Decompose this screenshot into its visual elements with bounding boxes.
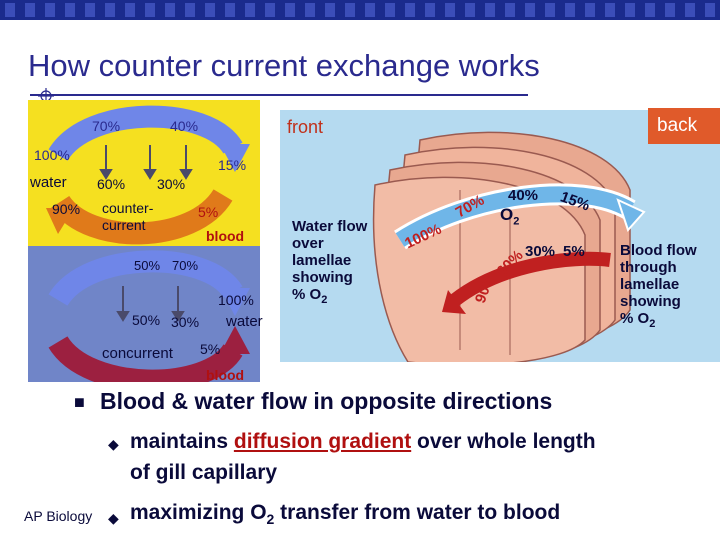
counter-water-label: water [30, 174, 67, 191]
front-label: front [287, 117, 323, 138]
banner-cell [125, 3, 135, 17]
banner-cell [645, 3, 655, 17]
banner-cell [585, 3, 595, 17]
banner-cell [465, 3, 475, 17]
counter-pct-90: 90% [52, 201, 80, 217]
title-underline [30, 94, 528, 96]
counter-pct-30: 30% [157, 176, 185, 192]
sub-bullet-1: maintains diffusion gradient over whole … [130, 430, 596, 454]
concurrent-pct-100: 100% [218, 292, 254, 308]
concurrent-pct-70: 70% [172, 258, 198, 273]
o2-label: O2 [500, 205, 519, 227]
concurrent-pct-30: 30% [171, 314, 199, 330]
blood-flow-caption: Blood flow through lamellae showing % O2 [620, 242, 697, 333]
sub-bullet-diamond-icon: ◆ [108, 436, 119, 453]
concurrent-water-label: water [226, 313, 263, 330]
sub-bullet-2: maximizing O2 transfer from water to blo… [130, 501, 560, 527]
banner-cell [705, 3, 715, 17]
banner-cell [285, 3, 295, 17]
gill-water-pct-40: 40% [508, 187, 538, 204]
concurrent-blood-label: blood [206, 367, 244, 383]
banner-cell [545, 3, 555, 17]
bullet-square-icon: ■ [74, 392, 85, 413]
banner-cell [225, 3, 235, 17]
banner-cell [65, 3, 75, 17]
banner-cell [565, 3, 575, 17]
banner-cell [525, 3, 535, 17]
banner-cell [265, 3, 275, 17]
counter-pct-100: 100% [34, 147, 70, 163]
concurrent-pct-50-bottom: 50% [132, 312, 160, 328]
banner-cell [105, 3, 115, 17]
counter-pct-70: 70% [92, 118, 120, 134]
sub-bullet-1-line2: of gill capillary [130, 461, 277, 485]
banner-cell [165, 3, 175, 17]
counter-pct-15: 15% [218, 157, 246, 173]
sub-bullet-diamond-icon: ◆ [108, 510, 119, 527]
water-flow-caption: Water flow over lamellae showing % O2 [292, 218, 367, 309]
banner-cell [485, 3, 495, 17]
banner-cell [505, 3, 515, 17]
banner-cell [185, 3, 195, 17]
back-label: back [657, 115, 697, 137]
gill-blood-pct-5: 5% [563, 243, 585, 260]
exchange-diagram [28, 100, 288, 382]
counter-pct-5: 5% [198, 204, 218, 220]
banner-cell [345, 3, 355, 17]
banner-cell [145, 3, 155, 17]
banner-cell [665, 3, 675, 17]
bullet-main: Blood & water flow in opposite direction… [100, 388, 552, 415]
counter-pct-40: 40% [170, 118, 198, 134]
banner-cell [625, 3, 635, 17]
banner-cell [405, 3, 415, 17]
banner-cell [445, 3, 455, 17]
top-banner [0, 0, 720, 20]
banner-cell [305, 3, 315, 17]
banner-cell [205, 3, 215, 17]
banner-cell [5, 3, 15, 17]
banner-cell [425, 3, 435, 17]
banner-cell [25, 3, 35, 17]
banner-cell [685, 3, 695, 17]
slide-title: How counter current exchange works [28, 48, 540, 84]
diffusion-gradient-link: diffusion gradient [234, 430, 411, 453]
concurrent-label: concurrent [102, 345, 173, 362]
banner-cell [45, 3, 55, 17]
banner-cell [605, 3, 615, 17]
banner-cell [385, 3, 395, 17]
gill-blood-pct-30: 30% [525, 243, 555, 260]
banner-cell [85, 3, 95, 17]
banner-cell [365, 3, 375, 17]
footer-label: AP Biology [24, 508, 92, 524]
counter-blood-label: blood [206, 228, 244, 244]
concurrent-pct-5: 5% [200, 341, 220, 357]
banner-cell [325, 3, 335, 17]
counter-pct-60: 60% [97, 176, 125, 192]
banner-cell [245, 3, 255, 17]
concurrent-pct-50-top: 50% [134, 258, 160, 273]
counter-current-label: counter- current [102, 200, 153, 234]
